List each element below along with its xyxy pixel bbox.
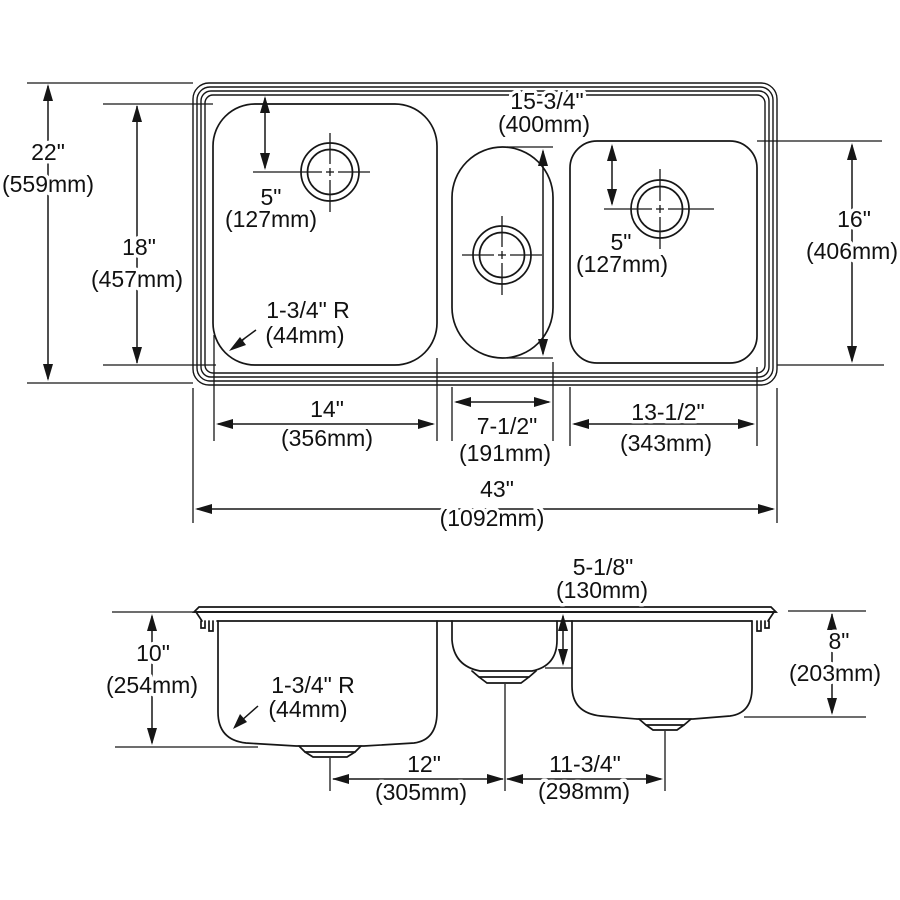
label-right-bowl-depth-mm: (203mm) — [789, 660, 881, 686]
label-right-bowl-width-in: 13-1/2" — [631, 399, 704, 425]
label-right-drain-spacing-mm: (298mm) — [538, 778, 630, 804]
dim-right-bowl-depth — [827, 613, 837, 715]
label-left-bowl-width-in: 14" — [310, 396, 344, 422]
dim-left-bowl-depth — [147, 614, 157, 745]
label-center-bowl-length-in: 15-3/4" — [510, 88, 583, 114]
dim-overall-length — [195, 504, 775, 514]
dim-center-bowl-depth — [558, 614, 568, 666]
label-left-bowl-depth-in: 10" — [136, 640, 170, 666]
dim-right-bowl-front-to-back — [847, 143, 857, 363]
label-left-drain-offset-in: 5" — [261, 184, 282, 210]
corner-radius-leader-side — [233, 705, 259, 729]
label-left-drain-offset-mm: (127mm) — [225, 206, 317, 232]
label-right-bowl-width-mm: (343mm) — [620, 430, 712, 456]
label-overall-length-in: 43" — [480, 476, 514, 502]
dim-overall-front-to-back — [43, 84, 53, 381]
corner-radius-leader-top — [229, 329, 257, 351]
label-left-drain-spacing-mm: (305mm) — [375, 779, 467, 805]
dim-right-bowl-width — [572, 419, 755, 429]
label-center-bowl-depth-in: 5-1/8" — [573, 554, 634, 580]
label-overall-front-to-back-mm: (559mm) — [2, 171, 94, 197]
center-drain-hole — [462, 216, 542, 295]
dim-left-drain-spacing — [332, 774, 504, 784]
sink-rim-outline — [192, 82, 778, 386]
label-center-bowl-width-mm: (191mm) — [459, 440, 551, 466]
label-overall-front-to-back-in: 22" — [31, 139, 65, 165]
side-view: 10" (254mm) 1-3/4" R (44mm) 5-1/8" (130m… — [102, 551, 884, 809]
label-center-bowl-depth-mm: (130mm) — [556, 577, 648, 603]
label-corner-radius-side-mm: (44mm) — [268, 696, 347, 722]
center-bowl — [451, 146, 554, 359]
right-drain-hole — [604, 169, 714, 249]
dim-right-drain-offset — [607, 144, 617, 206]
label-right-drain-offset-in: 5" — [611, 229, 632, 255]
label-right-drain-offset-mm: (127mm) — [576, 251, 668, 277]
label-left-bowl-depth-mm: (254mm) — [106, 672, 198, 698]
top-view: 22" (559mm) 18" (457mm) 5" (127mm) 15-3/… — [0, 82, 900, 535]
label-right-bowl-front-to-back-in: 16" — [837, 206, 871, 232]
label-overall-length-mm: (1092mm) — [440, 505, 545, 531]
label-right-bowl-depth-in: 8" — [829, 628, 850, 654]
countertop-and-rim — [191, 606, 779, 622]
label-center-bowl-length-mm: (400mm) — [498, 111, 590, 137]
label-right-drain-spacing-in: 11-3/4" — [549, 751, 621, 777]
left-drain-hole — [253, 133, 370, 212]
label-center-bowl-width-in: 7-1/2" — [477, 413, 538, 439]
dim-center-bowl-width — [454, 397, 551, 407]
center-bowl-profile — [451, 620, 558, 791]
left-bowl — [212, 103, 438, 366]
right-mounting-clip — [756, 620, 770, 632]
extension-lines-top-view — [27, 82, 884, 523]
left-mounting-clip — [200, 620, 214, 632]
right-bowl-profile — [571, 620, 753, 791]
dim-left-bowl-front-to-back — [132, 105, 142, 364]
label-corner-radius-side-in: 1-3/4" R — [271, 672, 355, 698]
label-left-bowl-front-to-back-in: 18" — [122, 234, 156, 260]
label-corner-radius-top-in: 1-3/4" R — [266, 297, 350, 323]
left-bowl-profile — [217, 620, 438, 791]
right-bowl — [569, 140, 758, 364]
label-left-bowl-front-to-back-mm: (457mm) — [91, 266, 183, 292]
dim-center-bowl-length — [538, 149, 548, 356]
label-left-drain-spacing-in: 12" — [407, 751, 441, 777]
extension-lines-side-view — [112, 610, 866, 748]
label-left-bowl-width-mm: (356mm) — [281, 425, 373, 451]
dim-left-bowl-width — [216, 419, 435, 429]
dim-left-drain-offset — [260, 96, 270, 170]
label-right-bowl-front-to-back-mm: (406mm) — [806, 238, 898, 264]
dim-right-drain-spacing — [506, 774, 663, 784]
label-corner-radius-top-mm: (44mm) — [265, 322, 344, 348]
